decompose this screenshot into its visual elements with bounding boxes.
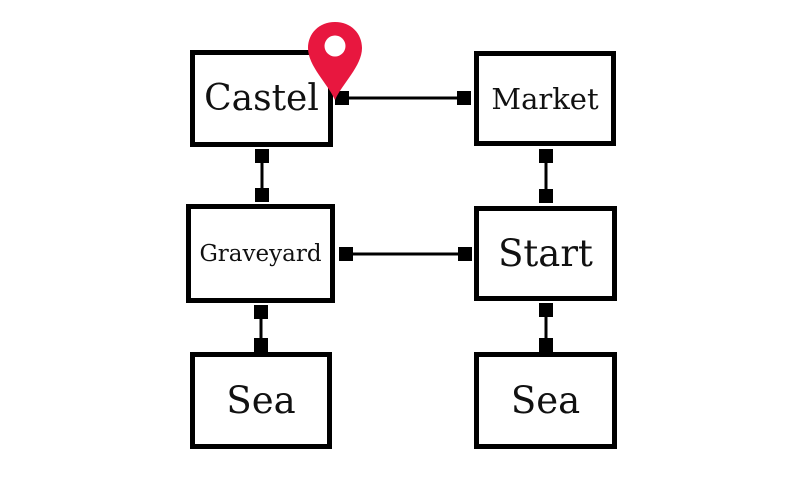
- node-label: Graveyard: [199, 240, 322, 267]
- edge-castel-graveyard: [255, 149, 269, 202]
- node-label: Start: [498, 232, 593, 275]
- node-label: Sea: [510, 379, 581, 422]
- edge-start-sea-right: [539, 303, 553, 352]
- node-label: Market: [491, 81, 599, 116]
- edge-graveyard-start: [339, 247, 472, 261]
- edge-graveyard-sea-left: [254, 305, 268, 352]
- node-market[interactable]: Market: [474, 51, 616, 146]
- node-start[interactable]: Start: [474, 206, 617, 301]
- node-label: Sea: [226, 379, 296, 422]
- node-sea-right[interactable]: Sea: [474, 352, 617, 449]
- edge-castel-market: [335, 91, 471, 105]
- edge-market-start: [539, 149, 553, 203]
- node-graveyard[interactable]: Graveyard: [186, 204, 335, 303]
- node-label: Castel: [204, 78, 319, 119]
- node-castel[interactable]: Castel: [190, 50, 333, 147]
- map-pin-icon: [308, 22, 362, 100]
- node-sea-left[interactable]: Sea: [190, 352, 332, 449]
